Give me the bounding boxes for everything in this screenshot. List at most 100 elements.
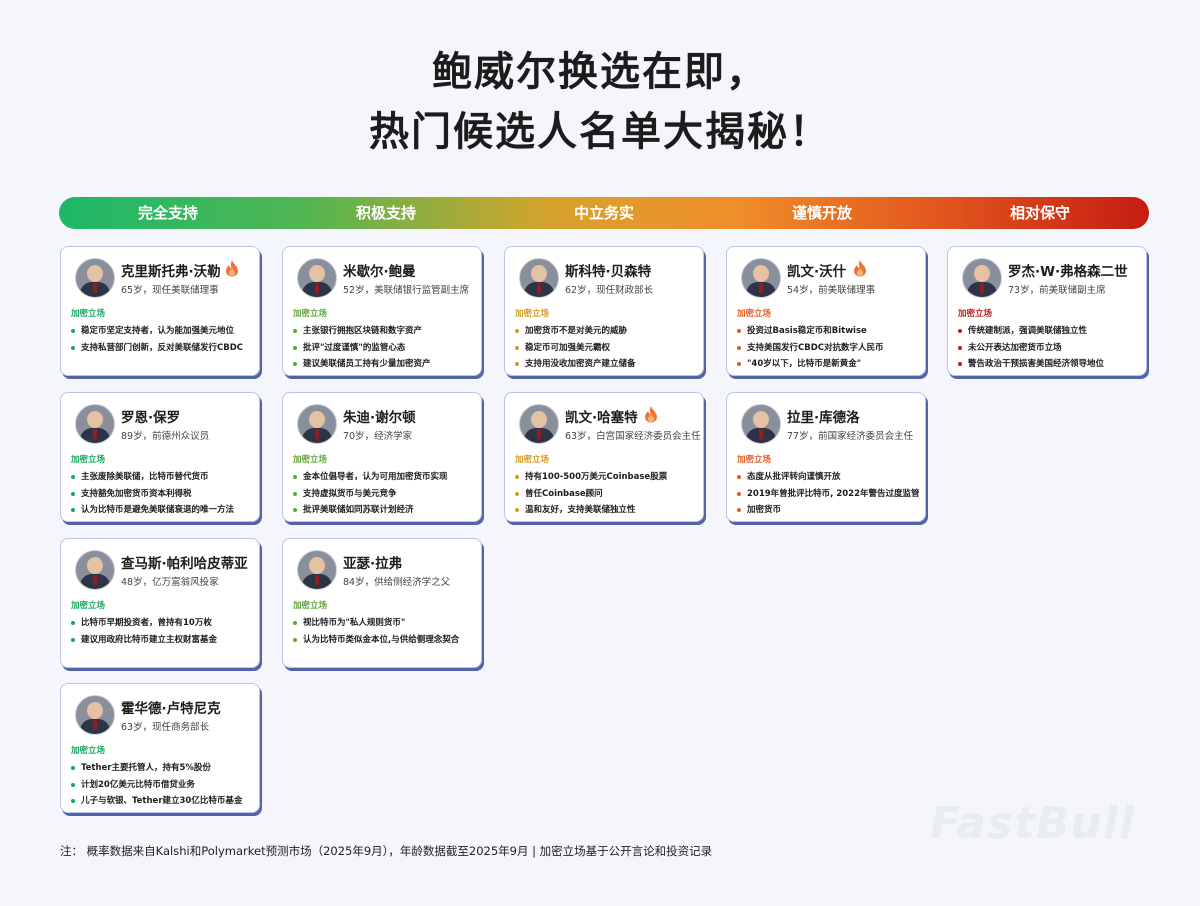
stance-point-text: 儿子与软银、Tether建立30亿比特币基金	[81, 796, 243, 806]
bullet-icon	[958, 329, 962, 333]
candidate-name: 霍华德·卢特尼克	[121, 701, 221, 717]
candidate-description: 73岁，前美联储副主席	[1008, 285, 1106, 296]
bullet-icon	[737, 329, 741, 333]
flame-icon	[226, 260, 238, 277]
stance-points: 主张废除美联储，比特币替代货币支持豁免加密货币资本利得税认为比特币是避免美联储衰…	[71, 469, 259, 519]
stance-points: 视比特币为"私人规则货币"认为比特币类似金本位,与供给侧理念契合	[293, 615, 481, 648]
stance-point-text: 2019年曾批评比特币, 2022年警告过度监管	[747, 488, 920, 499]
crypto-stance-label: 加密立场	[737, 455, 772, 465]
stance-gradient-bar: 完全支持 积极支持 中立务实 谨慎开放 相对保守	[59, 197, 1149, 229]
avatar	[75, 550, 115, 590]
stance-point-text: 批评"过度谨慎"的监管心态	[303, 342, 406, 353]
stance-point: 2019年曾批评比特币, 2022年警告过度监管	[737, 486, 925, 503]
crypto-stance-label: 加密立场	[71, 309, 106, 319]
page-title: 鲍威尔换选在即， 热门候选人名单大揭秘！	[0, 42, 1200, 162]
bullet-icon	[958, 345, 962, 350]
bullet-icon	[71, 508, 75, 512]
bullet-icon	[71, 329, 75, 333]
stance-point-text: 计划20亿美元比特币借贷业务	[81, 779, 195, 790]
stance-point-text: 支持虚拟货币与美元竞争	[303, 488, 397, 499]
bullet-icon	[71, 621, 75, 625]
stance-point: 未公开表达加密货币立场	[958, 340, 1146, 357]
candidate-name: 米歇尔·鲍曼	[343, 264, 416, 280]
stance-point-text: 认为比特币类似金本位,与供给侧理念契合	[303, 634, 460, 645]
stance-point-text: 传统建制派，强调美联储独立性	[968, 326, 1088, 336]
bullet-icon	[71, 782, 75, 787]
stance-point-text: "40岁以下，比特币是新黄金"	[747, 359, 862, 369]
bullet-icon	[737, 475, 741, 479]
candidate-description: 77岁，前国家经济委员会主任	[787, 431, 914, 442]
candidate-description: 65岁，现任美联储理事	[121, 285, 219, 296]
stance-point-text: 支持私营部门创新，反对美联储发行CBDC	[81, 342, 244, 353]
candidate-name: 克里斯托弗·沃勒	[121, 264, 221, 280]
stance-point-text: 主张银行拥抱区块链和数字资产	[303, 326, 423, 336]
bullet-icon	[71, 345, 75, 350]
stance-point: 批评美联储如同苏联计划经济	[293, 502, 481, 519]
stance-point-text: 主张废除美联储，比特币替代货币	[81, 472, 209, 482]
stance-point-text: 支持豁免加密货币资本利得税	[81, 488, 192, 499]
stance-point: 建议用政府比特币建立主权财富基金	[71, 632, 259, 649]
candidate-description: 52岁，美联储银行监管副主席	[343, 285, 470, 296]
avatar	[297, 550, 337, 590]
candidate-description: 48岁，亿万富翁风投家	[121, 577, 219, 588]
candidate-description: 62岁，现任财政部长	[565, 285, 654, 296]
stance-point: 主张废除美联储，比特币替代货币	[71, 469, 259, 486]
bullet-icon	[515, 508, 519, 512]
stance-point-text: 态度从批评转向谨慎开放	[747, 472, 841, 482]
stance-point: 支持私营部门创新，反对美联储发行CBDC	[71, 340, 259, 357]
stance-point-text: 支持用没收加密资产建立储备	[525, 359, 636, 369]
bullet-icon	[71, 491, 75, 496]
stance-point-text: 建议用政府比特币建立主权财富基金	[81, 634, 218, 645]
stance-point: 稳定币可加强美元霸权	[515, 340, 703, 357]
stance-points: 加密货币不是对美元的威胁稳定币可加强美元霸权支持用没收加密资产建立储备	[515, 323, 703, 373]
title-line-1: 鲍威尔换选在即，	[432, 49, 768, 95]
flame-icon	[854, 260, 866, 277]
bullet-icon	[515, 362, 519, 366]
footnote: 注： 概率数据来自Kalshi和Polymarket预测市场（2025年9月），…	[60, 844, 713, 858]
crypto-stance-label: 加密立场	[515, 455, 550, 465]
avatar	[297, 258, 337, 298]
candidate-name: 凯文·沃什	[787, 264, 847, 280]
watermark-logo: FastBull	[930, 798, 1135, 849]
stance-point-text: 曾任Coinbase顾问	[525, 488, 603, 499]
bullet-icon	[293, 637, 297, 642]
stance-point: 批评"过度谨慎"的监管心态	[293, 340, 481, 357]
stance-point: 温和友好，支持美联储独立性	[515, 502, 703, 519]
crypto-stance-label: 加密立场	[958, 309, 993, 319]
bullet-icon	[293, 491, 297, 496]
crypto-stance-label: 加密立场	[737, 309, 772, 319]
candidate-name: 罗杰·W·弗格森二世	[1008, 264, 1128, 280]
avatar	[75, 258, 115, 298]
avatar	[741, 404, 781, 444]
bullet-icon	[737, 362, 741, 366]
level-full-support: 完全支持	[137, 204, 198, 222]
candidate-description: 54岁，前美联储理事	[787, 285, 876, 296]
stance-point-text: 温和友好，支持美联储独立性	[525, 505, 636, 515]
stance-point-text: 投资过Basis稳定币和Bitwise	[747, 326, 867, 336]
stance-points: 金本位倡导者，认为可用加密货币实现支持虚拟货币与美元竞争批评美联储如同苏联计划经…	[293, 469, 481, 519]
level-positive-support: 积极支持	[355, 204, 416, 222]
avatar	[75, 695, 115, 735]
stance-point-text: 建议美联储员工持有少量加密资产	[303, 359, 431, 369]
bullet-icon	[71, 766, 75, 770]
crypto-stance-label: 加密立场	[71, 455, 106, 465]
stance-point: 计划20亿美元比特币借贷业务	[71, 777, 259, 794]
avatar	[741, 258, 781, 298]
bullet-icon	[293, 329, 297, 333]
candidate-description: 70岁，经济学家	[343, 431, 413, 442]
bullet-icon	[515, 475, 519, 479]
bullet-icon	[515, 329, 519, 333]
level-cautious-open: 谨慎开放	[791, 204, 852, 222]
stance-point: 持有100-500万美元Coinbase股票	[515, 469, 703, 486]
candidate-description: 89岁，前德州众议员	[121, 431, 210, 442]
stance-point-text: Tether主要托管人，持有5%股份	[81, 763, 211, 773]
stance-point: 支持用没收加密资产建立储备	[515, 356, 703, 373]
